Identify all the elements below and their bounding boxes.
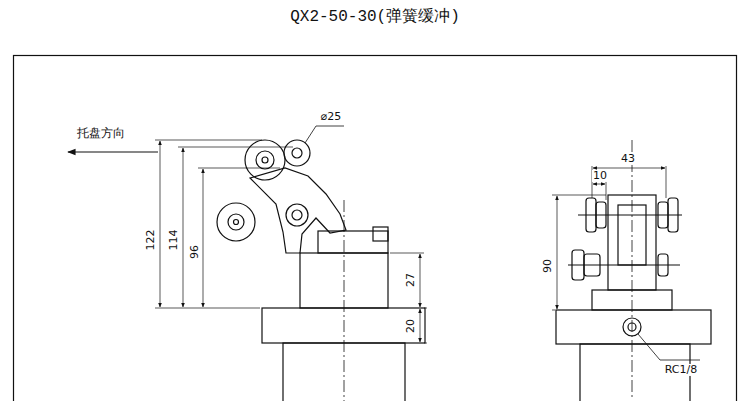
drawing-line: [245, 140, 285, 180]
drawing-line: [556, 310, 711, 344]
drawing-line: [552, 195, 606, 196]
dimension-label: 122: [145, 229, 157, 252]
drawing-line: [178, 147, 293, 148]
direction-label: 托盘方向: [76, 127, 126, 140]
dimension-label: 114: [168, 229, 180, 252]
drawing-line: [586, 198, 596, 232]
dimension-label: 90: [542, 258, 554, 274]
drawing-line: [424, 308, 427, 309]
drawing-line: [155, 140, 427, 343]
drawing-line: [593, 184, 605, 185]
drawing-line: [578, 214, 682, 215]
drawing-line: [373, 227, 388, 241]
drawing-line: [155, 140, 262, 141]
drawing-line: [14, 56, 737, 401]
drawing-title: QX2-50-30(弹簧缓冲): [289, 9, 461, 27]
drawing-line: [256, 151, 274, 169]
drawing-line: [155, 308, 260, 309]
drawing-line: [557, 196, 558, 309]
drawing-line: [668, 198, 678, 232]
drawing-line: [262, 308, 425, 343]
drawing-line: [568, 264, 680, 265]
drawing-line: [572, 250, 584, 280]
dimension-label: 43: [620, 153, 636, 165]
drawing-line: [286, 204, 308, 226]
drawing-line: [593, 168, 665, 169]
drawing-line: [198, 168, 280, 169]
drawing-line: [234, 220, 239, 225]
drawing-line: [292, 148, 302, 158]
drawing-line: [424, 343, 427, 344]
drawing-line: [420, 309, 421, 342]
drawing-line: [292, 210, 302, 220]
drawing-line: [284, 140, 310, 166]
drawing-line: [666, 166, 667, 198]
dimension-label: 10: [592, 170, 608, 182]
drawing-line: [420, 254, 421, 307]
drawing-line: [552, 166, 666, 310]
drawing-line: [638, 334, 700, 360]
drawing-line: [658, 254, 668, 276]
dimension-label: ⌀25: [320, 111, 343, 123]
dimension-label: 27: [405, 272, 417, 288]
drawing-line: [14, 56, 737, 401]
dimension-label: 96: [189, 244, 201, 260]
drawing-line: [305, 126, 344, 143]
drawing-line: [584, 254, 600, 276]
drawing-line: [658, 202, 668, 228]
drawing-line: [183, 148, 184, 307]
drawing-line: [203, 169, 204, 307]
drawing-line: [552, 310, 555, 311]
dimension-label: 20: [405, 318, 417, 334]
dimension-label: RC1/8: [664, 364, 698, 376]
drawing-line: [250, 168, 346, 253]
drawing-line: [160, 141, 161, 307]
drawing-line: [606, 180, 607, 200]
drawing-line: [217, 203, 255, 241]
drawing-line: [390, 253, 424, 254]
drawing-line: [262, 157, 268, 163]
drawing-line: [318, 231, 388, 253]
drawing-line: [228, 214, 244, 230]
drawing-line: [632, 140, 633, 400]
drawing-line: [596, 202, 606, 228]
drawing-line: [68, 151, 158, 152]
